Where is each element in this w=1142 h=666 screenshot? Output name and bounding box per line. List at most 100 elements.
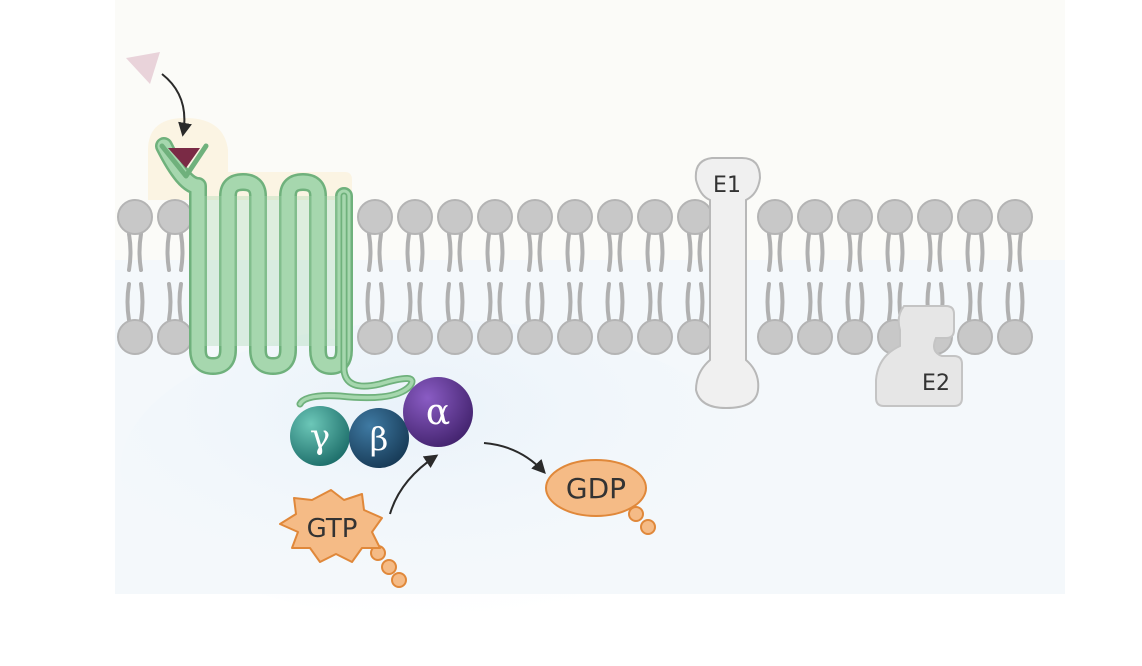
lipid-tail: [847, 232, 853, 272]
lipid-tail: [367, 232, 373, 272]
lipid-tail: [487, 282, 493, 322]
lipid-head-upper: [557, 199, 593, 235]
lipid-head-lower: [597, 319, 633, 355]
lipid-head-upper: [517, 199, 553, 235]
lipid-head-lower: [357, 319, 393, 355]
lipid-head-lower: [637, 319, 673, 355]
beta-subunit: [349, 408, 409, 468]
lipid-tail: [539, 282, 545, 322]
lipid-head-upper: [757, 199, 793, 235]
lipid-tail: [1017, 232, 1023, 272]
lipid-tail: [977, 282, 983, 322]
lipid-head-upper: [917, 199, 953, 235]
lipid-tail: [497, 282, 503, 322]
lipid-head-upper: [157, 199, 193, 235]
lipid-tail: [887, 282, 893, 322]
lipid-head-upper: [357, 199, 393, 235]
lipid-head-lower: [957, 319, 993, 355]
lipid-tail: [937, 232, 943, 272]
e2-label: E2: [922, 371, 950, 396]
lipid-tail: [617, 232, 623, 272]
lipid-tail: [607, 232, 613, 272]
lipid-tail: [405, 232, 411, 272]
lipid-tail: [819, 232, 825, 272]
lipid-tail: [457, 232, 463, 272]
gtp-label: GTP: [307, 514, 358, 544]
lipid-tail: [857, 232, 863, 272]
lipid-tail: [657, 282, 663, 322]
lipid-tail: [127, 232, 133, 272]
lipid-tail: [685, 282, 691, 322]
lipid-tail: [365, 282, 371, 322]
lipid-tail: [687, 232, 693, 272]
lipid-head-upper: [117, 199, 153, 235]
lipid-tail: [447, 232, 453, 272]
gamma-subunit: [290, 406, 350, 466]
lipid-tail: [485, 232, 491, 272]
lipid-tail: [579, 232, 585, 272]
lipid-tail: [967, 282, 973, 322]
lipid-tail: [765, 282, 771, 322]
lipid-tail: [179, 232, 185, 272]
lipid-tail: [885, 232, 891, 272]
gtp-to-alpha-arrow: [389, 454, 439, 515]
lipid-tail: [619, 282, 625, 322]
lipid-head-upper: [477, 199, 513, 235]
lipid-head-lower: [677, 319, 713, 355]
lipid-head-upper: [877, 199, 913, 235]
lipid-tail: [125, 282, 131, 322]
gtp-star-shape: [279, 489, 383, 563]
lipid-head-lower: [517, 319, 553, 355]
lipid-tail: [805, 232, 811, 272]
lipid-head-lower: [397, 319, 433, 355]
lipid-tail: [767, 232, 773, 272]
lipid-tail: [807, 282, 813, 322]
effector-e1: E1: [694, 157, 762, 410]
lipid-tail: [899, 232, 905, 272]
lipid-tail: [459, 282, 465, 322]
lipid-tail: [845, 282, 851, 322]
lipid-tail: [537, 232, 543, 272]
lipid-tail: [379, 282, 385, 322]
lipid-tail: [779, 282, 785, 322]
lipid-tail: [567, 282, 573, 322]
lipid-head-lower: [557, 319, 593, 355]
lipid-head-lower: [437, 319, 473, 355]
lipid-tail: [577, 282, 583, 322]
lipid-head-upper: [837, 199, 873, 235]
alpha-to-gdp-arrow: [483, 442, 546, 475]
lipid-tail: [965, 232, 971, 272]
gamma-label: γ: [310, 417, 330, 457]
lipid-tail: [859, 282, 865, 322]
lipid-tail: [817, 282, 823, 322]
ligand-faded-icon: [126, 52, 160, 84]
lipid-tail: [979, 232, 985, 272]
lipid-tail: [417, 282, 423, 322]
lipid-tail: [647, 282, 653, 322]
lipid-tail: [137, 232, 143, 272]
gpcr-receptor: [155, 137, 416, 408]
cytoplasm-glow: [120, 320, 760, 620]
lipid-tail: [165, 232, 171, 272]
bound-ligand-icon: [168, 148, 200, 168]
lipid-tail: [659, 232, 665, 272]
lipid-tail: [1005, 282, 1011, 322]
lipid-tail: [445, 282, 451, 322]
lipid-head-upper: [437, 199, 473, 235]
lipid-tail: [407, 282, 413, 322]
lipid-tail: [525, 282, 531, 322]
lipid-bilayer: [117, 199, 1033, 355]
lipid-tail: [377, 232, 383, 272]
lipid-head-lower: [837, 319, 873, 355]
lipid-tail: [1019, 282, 1025, 322]
alpha-subunit: [403, 377, 473, 447]
ligand-arrow: [161, 73, 192, 137]
lipid-head-upper: [997, 199, 1033, 235]
lipid-tail: [499, 232, 505, 272]
lipid-head-lower: [757, 319, 793, 355]
lipid-tail: [697, 232, 703, 272]
lipid-tail: [565, 232, 571, 272]
gdp-label: GDP: [566, 472, 626, 505]
lipid-tail: [777, 232, 783, 272]
